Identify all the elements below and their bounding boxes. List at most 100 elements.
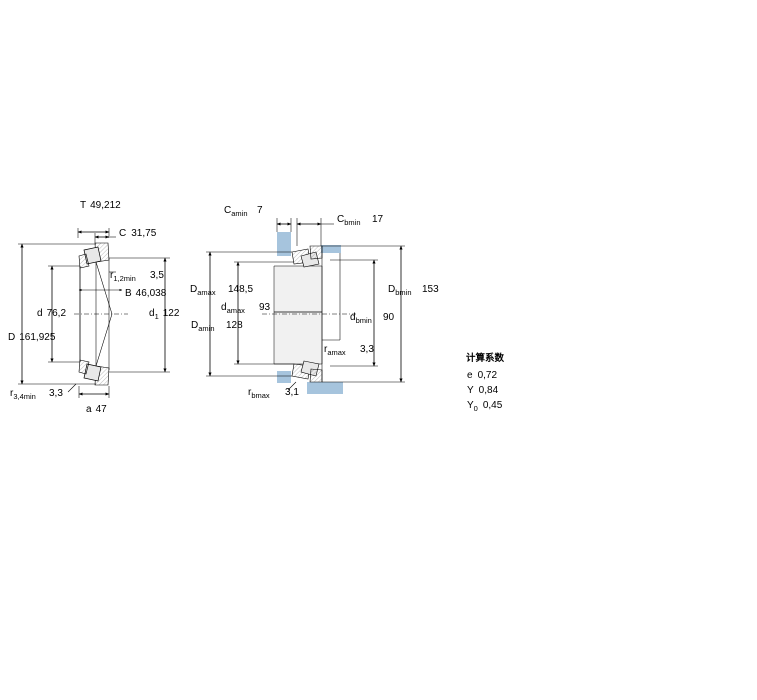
bearing-cross-section: [74, 243, 128, 385]
a-value: 47: [96, 404, 108, 415]
factor-Y0-symbol: Y: [467, 400, 474, 411]
Da-min-subscript: amin: [198, 324, 214, 333]
Da-min-value: 128: [226, 320, 243, 331]
Ca-subscript: amin: [231, 209, 247, 218]
svg-text:e0,72: e 0,72: [467, 370, 497, 381]
abutment-housing-bottom: [277, 371, 291, 383]
label-Da-min: Damin 128: [191, 320, 243, 333]
rb-max-value: 3,1: [285, 387, 299, 398]
shaft-body: [274, 266, 322, 364]
factor-e: e 0,72: [467, 370, 497, 381]
abutment-housing-top: [277, 232, 291, 256]
d1-subscript: 1: [155, 312, 159, 321]
svg-text:Damax: Damax: [190, 284, 216, 297]
a-symbol: a: [86, 404, 92, 415]
abutment-shaft-top: [321, 245, 341, 253]
Ca-value: 7: [257, 205, 263, 216]
svg-text:dbmin: dbmin: [350, 312, 372, 325]
ra-max-symbol: r: [324, 344, 328, 355]
d-symbol: d: [37, 308, 43, 319]
r34-subscript: 3,4min: [13, 392, 36, 401]
svg-text:damax: damax: [221, 302, 245, 315]
r34-value: 3,3: [49, 388, 63, 399]
svg-text:Damin: Damin: [191, 320, 215, 333]
svg-text:r3,4min: r3,4min: [10, 388, 36, 401]
svg-text:r1,2min: r1,2min: [110, 270, 136, 283]
svg-text:ramax: ramax: [324, 344, 346, 357]
Da-max-subscript: amax: [197, 288, 216, 297]
r12-subscript: 1,2min: [113, 274, 136, 283]
d1-symbol: d: [149, 308, 155, 319]
ra-max-subscript: amax: [327, 348, 346, 357]
T-value: 49,212: [90, 200, 121, 211]
right-dimension-lines: [206, 218, 405, 390]
mounted-bearing-top: [292, 246, 322, 267]
Da-max-value: 148,5: [228, 284, 253, 295]
ra-max-value: 3,3: [360, 344, 374, 355]
da-max-value: 93: [259, 302, 271, 313]
mounting-view: [262, 232, 356, 394]
r34-symbol: r: [10, 388, 14, 399]
C-symbol: C: [119, 228, 126, 239]
d1-value: 122: [163, 308, 180, 319]
bottom-section: [79, 360, 109, 385]
mounted-bearing-bottom: [292, 361, 322, 382]
Db-min-symbol: D: [388, 284, 395, 295]
Ca-symbol: C: [224, 205, 231, 216]
svg-text:C31,75: C 31,75: [119, 228, 157, 239]
svg-text:T49,212: T49,212: [80, 200, 121, 211]
svg-text:Dbmin: Dbmin: [388, 284, 412, 297]
da-max-symbol: d: [221, 302, 227, 313]
label-a: a 47: [86, 404, 107, 415]
label-rb-max: rbmax 3,1: [248, 387, 299, 400]
Cb-value: 17: [372, 214, 384, 225]
label-C: C 31,75: [119, 228, 157, 239]
svg-text:Camin: Camin: [224, 205, 248, 218]
db-min-symbol: d: [350, 312, 356, 323]
svg-text:rbmax: rbmax: [248, 387, 270, 400]
svg-text:Y00,45: Y00,45: [467, 400, 503, 413]
svg-text:Y0,84: Y 0,84: [467, 385, 499, 396]
D-value: 161,925: [19, 332, 56, 343]
Cb-symbol: C: [337, 214, 344, 225]
factor-Y0-subscript: 0: [474, 404, 478, 413]
Cb-subscript: bmin: [344, 218, 360, 227]
factor-e-value: 0,72: [478, 370, 498, 381]
label-da-max: damax 93: [221, 302, 271, 315]
abutment-shaft-bottom: [307, 382, 343, 394]
inner-ring-top: [79, 254, 89, 268]
rb-max-symbol: r: [248, 387, 252, 398]
C-value: 31,75: [131, 228, 156, 239]
inner-ring-bottom: [79, 360, 89, 374]
left-dimension-lines: [18, 228, 170, 398]
factor-Y-value: 0,84: [479, 385, 499, 396]
r12-symbol: r: [110, 270, 114, 281]
label-db-min: dbmin 90: [350, 312, 395, 325]
svg-text:B46,038: B46,038: [125, 288, 167, 299]
db-min-value: 90: [383, 312, 395, 323]
Da-max-symbol: D: [190, 284, 197, 295]
label-ra-max: ramax 3,3: [324, 344, 374, 357]
label-Ca: Camin 7: [224, 205, 263, 218]
db-min-subscript: bmin: [356, 316, 372, 325]
label-r34: r3,4min 3,3: [10, 388, 63, 401]
label-Da-max: Damax 148,5: [190, 284, 253, 297]
top-section: [79, 243, 109, 268]
Da-min-symbol: D: [191, 320, 198, 331]
svg-text:d76,2: d76,2: [37, 308, 66, 319]
factor-Y: Y 0,84: [467, 385, 499, 396]
factor-Y-symbol: Y: [467, 385, 474, 396]
Db-min-subscript: bmin: [395, 288, 411, 297]
factors-heading: 计算系数: [466, 352, 505, 364]
label-d1: d1 122: [149, 308, 180, 321]
factor-e-symbol: e: [467, 370, 473, 381]
